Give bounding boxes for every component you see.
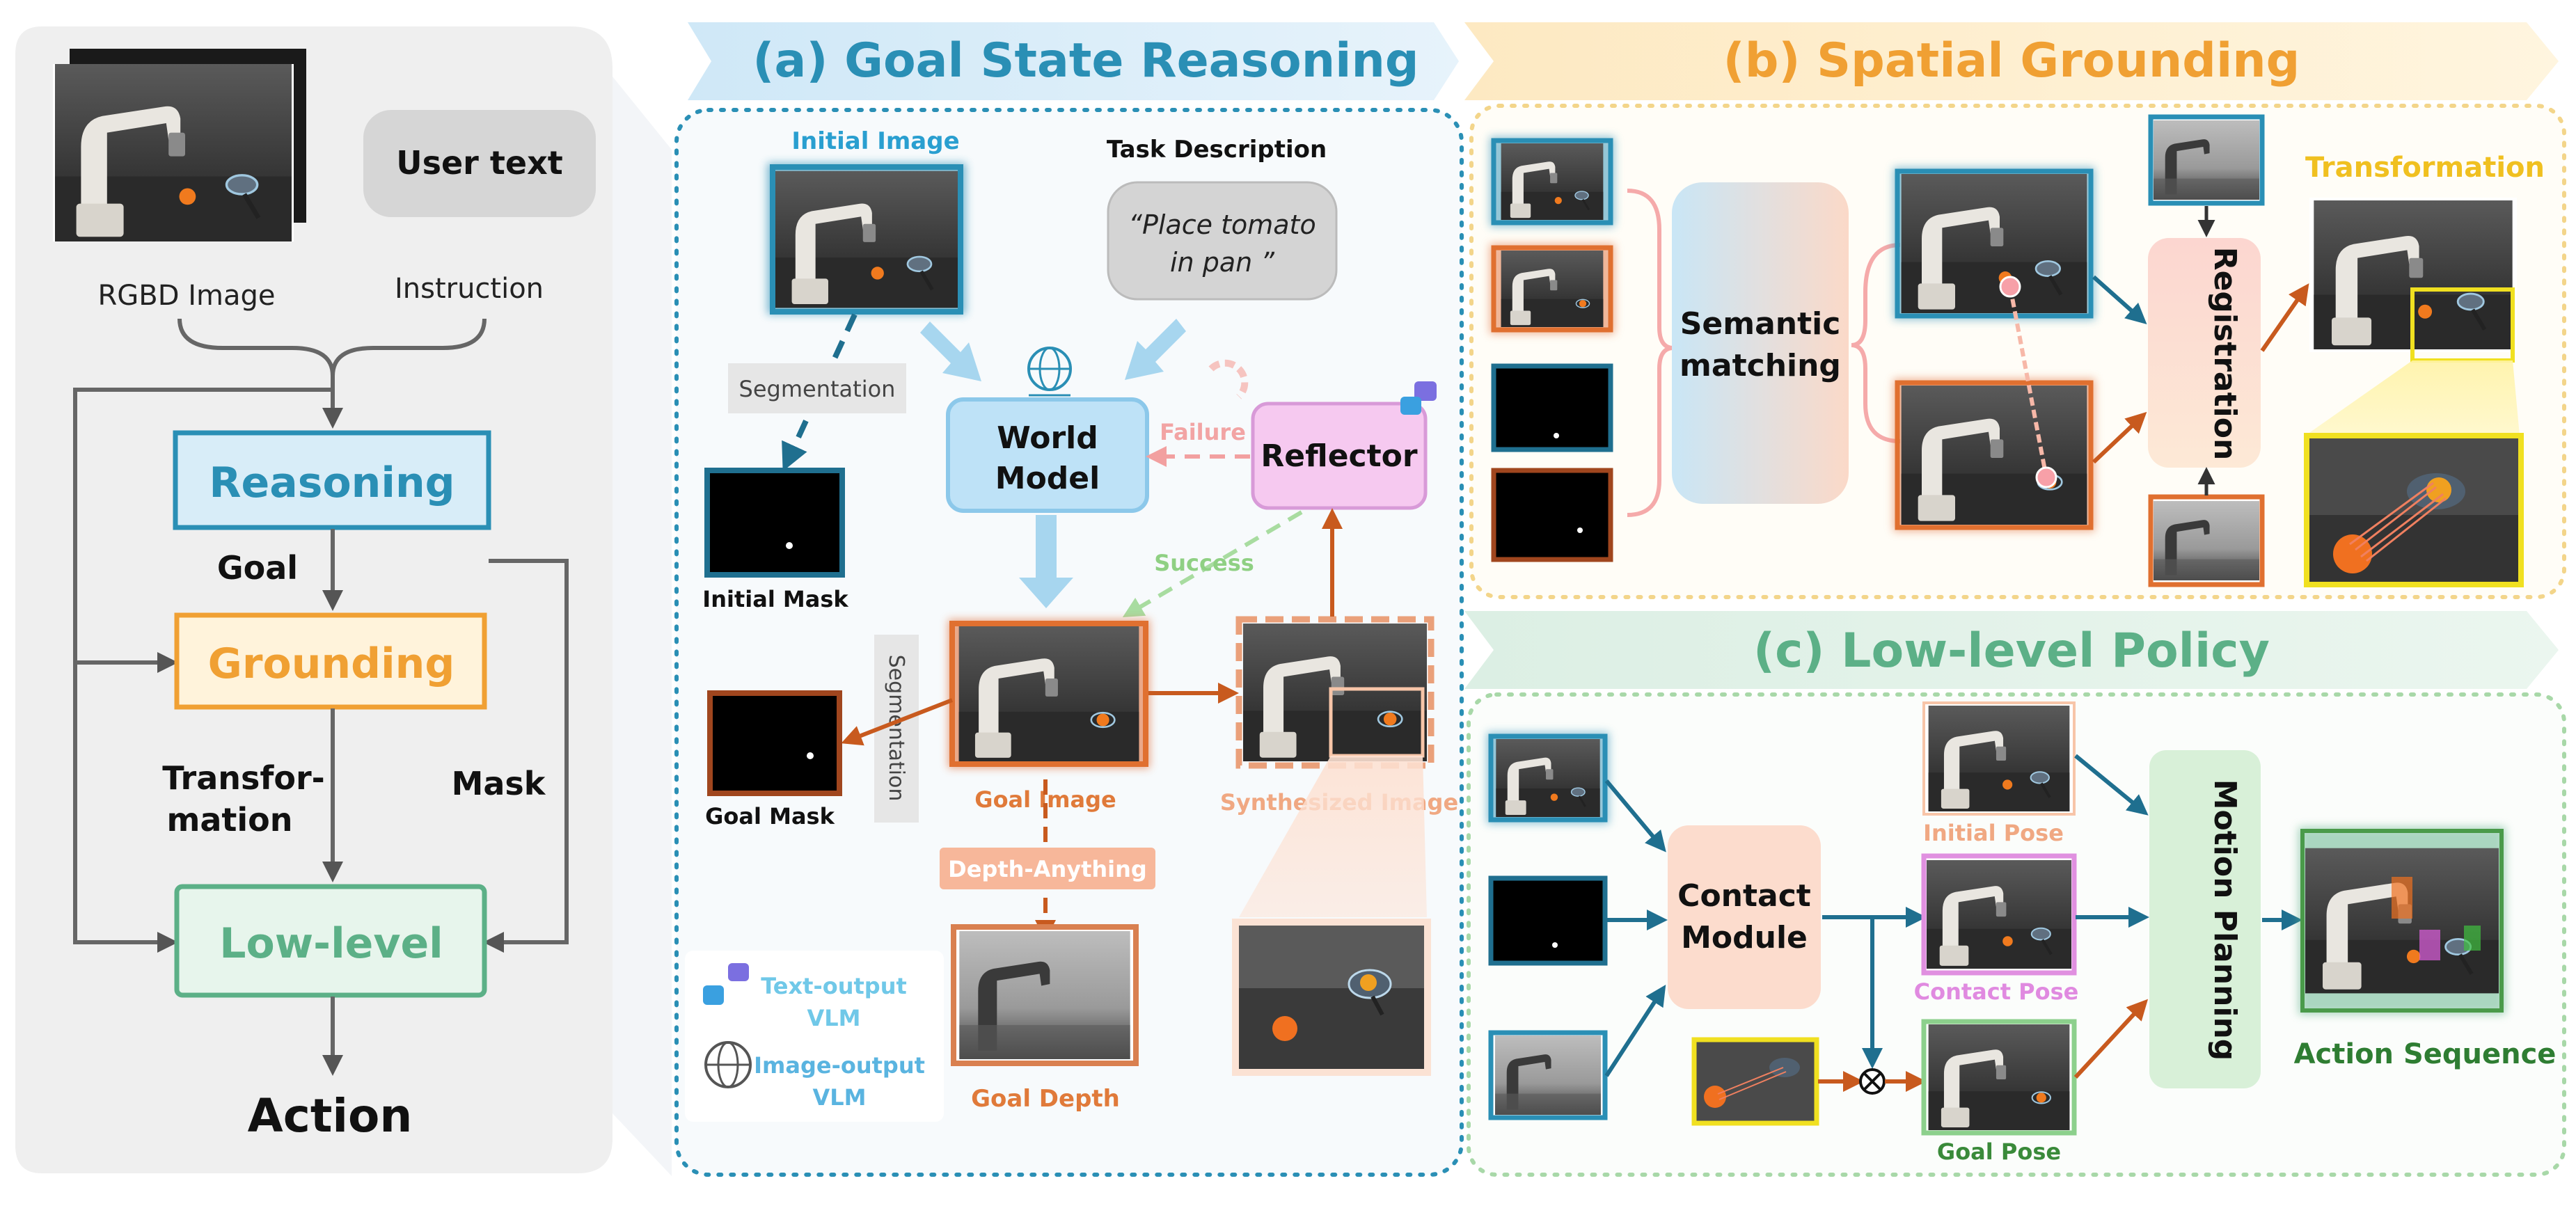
task-text-line-2: in pan ” (1170, 247, 1274, 278)
task-text-box (1107, 181, 1338, 301)
goal-image-frame (949, 621, 1148, 767)
task-text-line-1: “Place tomato (1128, 209, 1315, 240)
action-sequence-label: Action Sequence (2294, 1038, 2557, 1070)
section-b-title: (b) Spatial Grounding (1723, 33, 2300, 88)
legend-image-output-2: VLM (813, 1084, 867, 1111)
section-c-title: (c) Low-level Policy (1753, 624, 2270, 679)
section-a-title: (a) Goal State Reasoning (752, 33, 1419, 88)
initial-mask-frame (704, 468, 845, 578)
segmentation-vertical-label: Segmentation (884, 655, 908, 802)
match-image-top (1895, 168, 2094, 319)
grounding-box (174, 612, 487, 710)
section-spatial-grounding: (b) Spatial Grounding Semantic matching (1464, 22, 2566, 599)
initial-image-frame (770, 164, 963, 315)
goal-depth-label: Goal Depth (971, 1085, 1120, 1113)
semantic-matching-label-1: Semantic (1680, 306, 1841, 342)
section-goal-state-reasoning: (a) Goal State Reasoning Initial Image T… (674, 22, 1464, 1177)
semantic-matching-box (1672, 182, 1849, 504)
initial-mask-label: Initial Mask (702, 586, 848, 612)
transformation-label-2: mation (166, 801, 292, 839)
otimes-icon (1859, 1068, 1886, 1095)
world-model-label-2: Model (995, 461, 1100, 496)
user-text-box (363, 110, 596, 217)
registration-label: Registration (2207, 247, 2243, 461)
motion-planning-box (2149, 750, 2261, 1088)
chat-icon (1400, 381, 1437, 415)
globe-icon (704, 1041, 752, 1088)
section-low-level-policy: (c) Low-level Policy Contact Module (1464, 611, 2566, 1177)
goal-label: Goal (217, 549, 298, 587)
initial-image-label: Initial Image (791, 127, 959, 155)
goal-mask-frame (707, 690, 842, 796)
segmentation-tag (728, 363, 906, 413)
transformation-thumb (1691, 1037, 1819, 1126)
registration-box (2148, 238, 2261, 468)
left-panel: User text RGBD Image Instruction Reasoni… (15, 26, 672, 1176)
mask-label: Mask (452, 765, 546, 802)
semantic-matching-label-2: matching (1680, 348, 1841, 383)
goal-pose-label: Goal Pose (1937, 1138, 2061, 1165)
contact-pose-label: Contact Pose (1914, 978, 2079, 1005)
transformation-label: Transformation (2305, 152, 2545, 184)
legend-text-output-2: VLM (807, 1005, 861, 1031)
action-label: Action (248, 1089, 413, 1143)
chat-icon (703, 963, 749, 1005)
success-label: Success (1154, 550, 1254, 576)
user-text-label: User text (396, 144, 562, 182)
transformation-label-1: Transfor- (162, 759, 325, 797)
motion-planning-label: Motion Planning (2207, 779, 2243, 1061)
initial-pose-label: Initial Pose (1923, 820, 2064, 846)
goal-mask-label: Goal Mask (705, 803, 835, 830)
contact-module-label-1: Contact (1677, 878, 1811, 914)
match-image-bottom (1895, 380, 2094, 530)
grounding-label: Grounding (208, 640, 455, 688)
instruction-label: Instruction (395, 273, 544, 305)
reasoning-box (173, 430, 491, 530)
contact-module-box (1668, 825, 1821, 1009)
rgbd-image-label: RGBD Image (97, 280, 275, 312)
depth-anything-tag (940, 848, 1155, 889)
refresh-icon (1208, 359, 1249, 399)
failure-label: Failure (1160, 419, 1246, 445)
globe-icon (1027, 347, 1072, 397)
contact-module-label-2: Module (1681, 920, 1808, 955)
depth-anything-label: Depth-Anything (948, 856, 1147, 882)
legend-image-output-1: Image-output (754, 1052, 925, 1079)
task-description-label: Task Description (1107, 136, 1327, 164)
low-level-box (174, 884, 487, 998)
legend-box (685, 951, 944, 1122)
action-sequence-frame (2300, 829, 2504, 1013)
reasoning-label: Reasoning (209, 459, 455, 507)
low-level-label: Low-level (219, 919, 443, 968)
reflector-label: Reflector (1261, 438, 1418, 474)
legend-text-output-1: Text-output (761, 973, 907, 999)
segmentation-label: Segmentation (739, 376, 896, 402)
world-model-label-1: World (997, 420, 1098, 456)
rgbd-image-thumbnail (53, 49, 306, 241)
